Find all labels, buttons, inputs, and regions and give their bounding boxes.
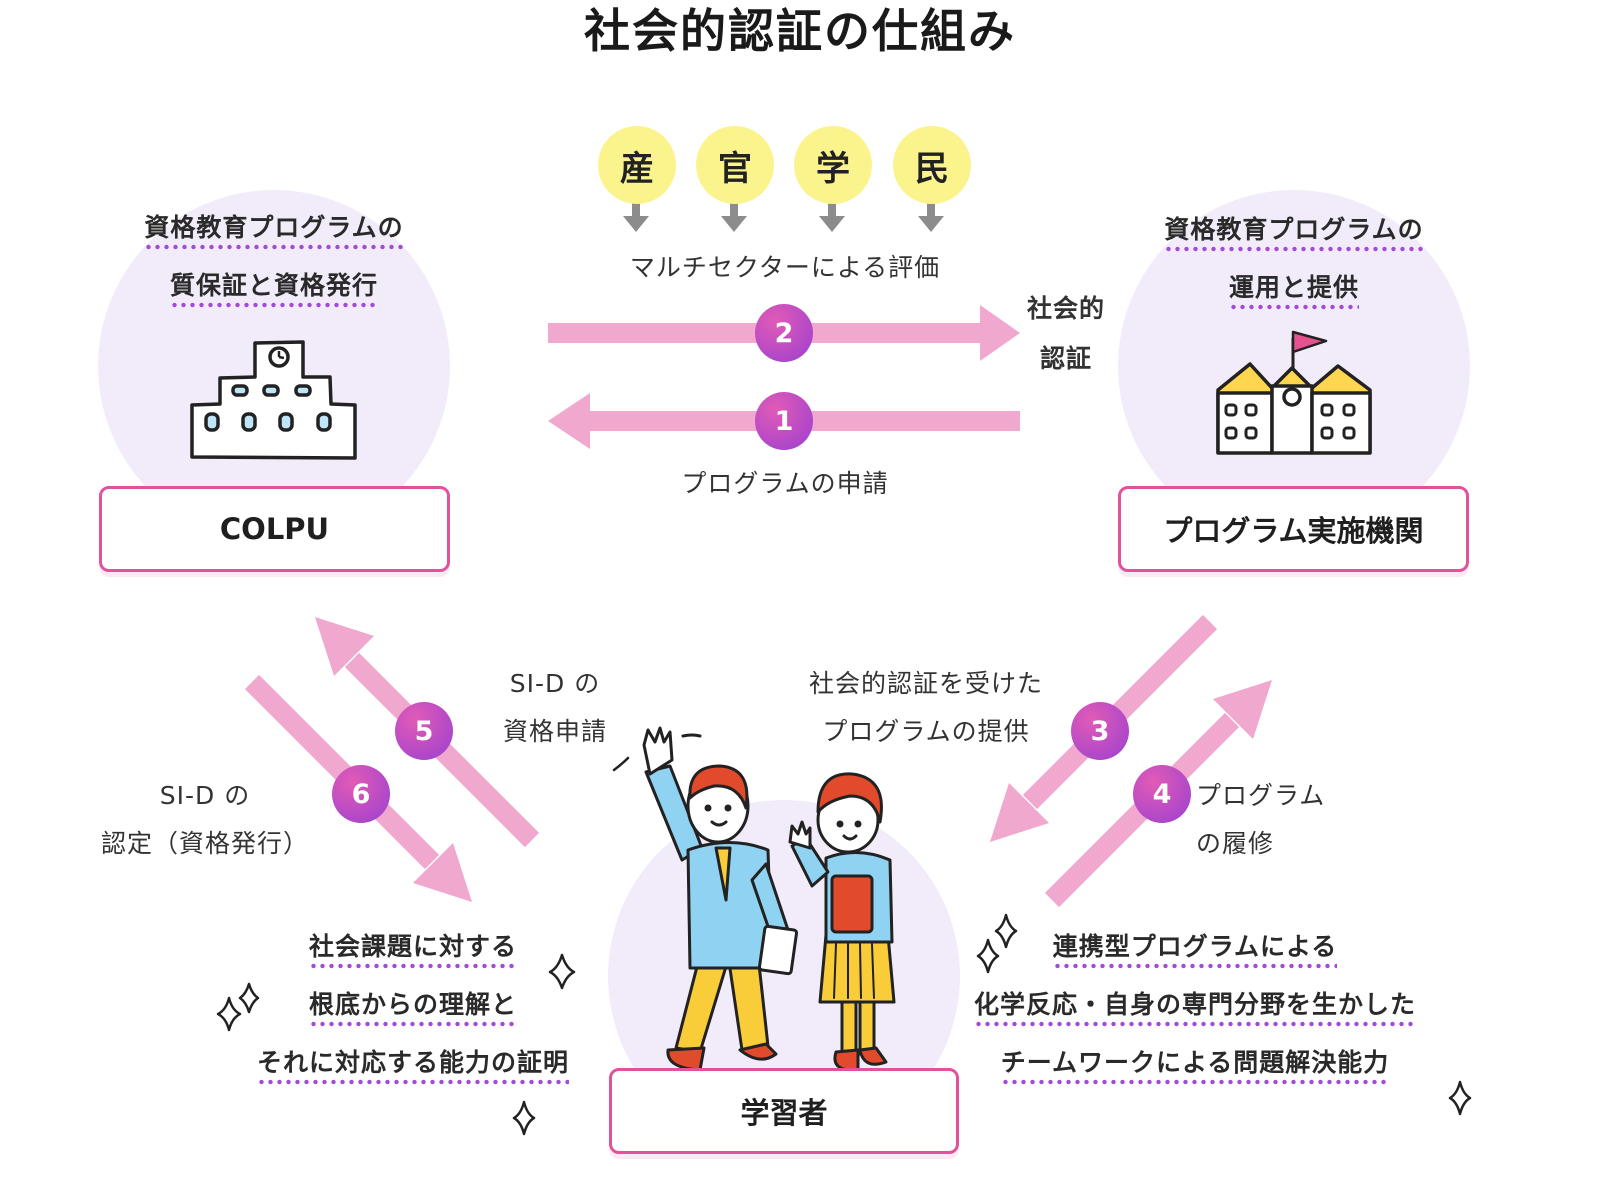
step6-label-line: 認定（資格発行） xyxy=(100,829,309,858)
social-cert-line: 社会的 xyxy=(1026,294,1105,323)
colpu-building-icon xyxy=(190,340,357,460)
institution-heading-line: 資格教育プログラムの xyxy=(1164,210,1424,252)
step5-label-line: 資格申請 xyxy=(502,717,607,746)
right-outcome-line: チームワークによる問題解決能力 xyxy=(1000,1043,1390,1085)
left-outcome-line: 社会課題に対する xyxy=(308,927,517,969)
left-outcome: 社会課題に対する 根底からの理解と それに対応する能力の証明 xyxy=(200,927,626,1101)
sparkle-icon xyxy=(216,996,242,1032)
colpu-heading-line: 資格教育プログラムの xyxy=(144,208,404,250)
step-badge-5: 5 xyxy=(395,702,453,760)
institution-heading-line: 運用と提供 xyxy=(1228,268,1359,310)
step5-label: SI-D の 資格申請 xyxy=(470,660,640,756)
institution-heading: 資格教育プログラムの 運用と提供 xyxy=(1080,210,1508,326)
sector-government: 官 xyxy=(696,126,774,204)
sector-citizens: 民 xyxy=(893,126,971,204)
sparkle-icon xyxy=(548,953,576,990)
step4-label-line: プログラム xyxy=(1196,781,1326,810)
step-badge-2: 2 xyxy=(755,304,813,362)
learners-illustration xyxy=(612,726,896,1072)
evaluation-label: マルチセクターによる評価 xyxy=(629,253,941,282)
social-certification: 社会的 認証 xyxy=(1010,284,1122,384)
colpu-box: COLPU xyxy=(99,486,450,572)
step6-label-line: SI-D の xyxy=(159,781,251,810)
sparkle-icon xyxy=(1448,1080,1472,1116)
colpu-heading-line: 質保証と資格発行 xyxy=(169,266,378,308)
social-cert-line: 認証 xyxy=(1039,344,1092,373)
application-label: プログラムの申請 xyxy=(681,469,889,498)
sparkle-icon xyxy=(976,938,1000,974)
sparkle-icon xyxy=(512,1100,536,1136)
left-outcome-line: 根底からの理解と xyxy=(308,985,517,1027)
colpu-heading: 資格教育プログラムの 質保証と資格発行 xyxy=(60,208,488,324)
sector-academia: 学 xyxy=(794,126,872,204)
right-outcome: 連携型プログラムによる 化学反応・自身の専門分野を生かした チームワークによる問… xyxy=(935,927,1455,1101)
left-outcome-line: それに対応する能力の証明 xyxy=(256,1043,569,1085)
sparkle-icon xyxy=(238,982,260,1014)
step6-label: SI-D の 認定（資格発行） xyxy=(80,772,330,868)
right-outcome-line: 化学反応・自身の専門分野を生かした xyxy=(973,985,1416,1027)
step-badge-1: 1 xyxy=(755,392,813,450)
step3-label-line: プログラムの提供 xyxy=(822,717,1030,746)
sector-industry: 産 xyxy=(598,126,676,204)
step-badge-6: 6 xyxy=(332,765,390,823)
right-outcome-line: 連携型プログラムによる xyxy=(1052,927,1338,969)
sparkle-icon xyxy=(994,913,1018,949)
step4-label: プログラム の履修 xyxy=(1196,772,1366,868)
school-building-icon xyxy=(1216,330,1372,455)
step-badge-4: 4 xyxy=(1133,765,1191,823)
step5-label-line: SI-D の xyxy=(509,669,601,698)
step3-label: 社会的認証を受けた プログラムの提供 xyxy=(776,660,1076,756)
institution-box: プログラム実施機関 xyxy=(1118,486,1469,572)
learner-box: 学習者 xyxy=(609,1068,959,1154)
step4-label-line: の履修 xyxy=(1196,829,1275,858)
sector-arrows xyxy=(623,203,944,232)
step-badge-3: 3 xyxy=(1071,702,1129,760)
page-title: 社会的認証の仕組み xyxy=(584,4,1016,58)
step3-label-line: 社会的認証を受けた xyxy=(808,669,1043,698)
